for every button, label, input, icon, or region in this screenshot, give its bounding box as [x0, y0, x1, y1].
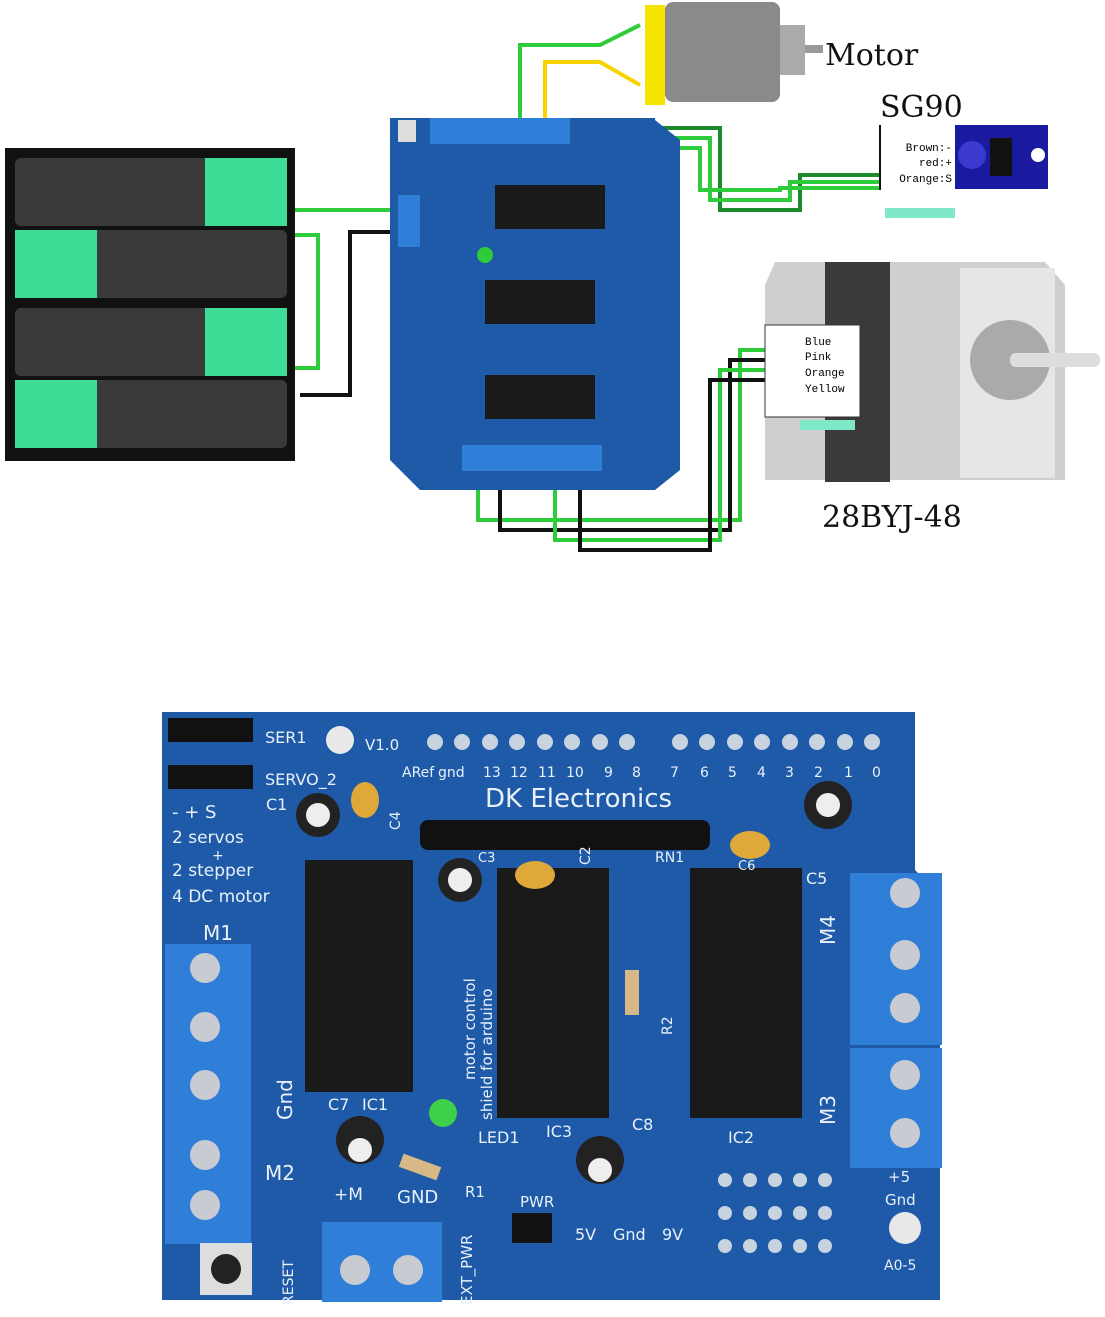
svg-text:M1: M1 — [203, 921, 233, 945]
svg-text:gnd: gnd — [438, 765, 465, 781]
svg-text:10: 10 — [566, 765, 584, 781]
svg-text:2: 2 — [814, 765, 823, 781]
svg-text:2 servos: 2 servos — [172, 828, 244, 848]
svg-text:Pink: Pink — [805, 352, 832, 364]
svg-text:1: 1 — [844, 765, 853, 781]
svg-text:RN1: RN1 — [655, 850, 684, 866]
svg-text:Orange:S: Orange:S — [899, 174, 952, 186]
svg-text:PWR: PWR — [520, 1193, 554, 1211]
svg-text:9V: 9V — [662, 1225, 683, 1244]
svg-text:Yellow: Yellow — [805, 384, 845, 396]
stepper-wire-labels: Blue Pink Orange Yellow — [805, 337, 845, 396]
svg-text:+: + — [212, 848, 224, 864]
svg-text:GND: GND — [397, 1187, 438, 1208]
svg-text:Brown:-: Brown:- — [906, 143, 952, 155]
svg-text:5V: 5V — [575, 1225, 596, 1244]
svg-text:M4: M4 — [816, 915, 840, 945]
stepper-motor — [764, 262, 1100, 482]
servo-model-label: SG90 — [880, 90, 963, 125]
svg-text:+5: +5 — [888, 1168, 910, 1186]
svg-text:- + S: - + S — [172, 802, 216, 823]
svg-text:3: 3 — [785, 765, 794, 781]
svg-text:C6: C6 — [738, 859, 755, 874]
svg-text:4 DC motor: 4 DC motor — [172, 887, 270, 907]
board-silkscreen: SER1 SERVO_2 V1.0 ARef gnd 13 12 11 10 9… — [172, 728, 916, 1305]
battery-pack — [5, 148, 295, 461]
svg-text:9: 9 — [604, 765, 613, 781]
brand-label: DK Electronics — [485, 784, 672, 814]
svg-text:SER1: SER1 — [265, 728, 307, 747]
svg-text:IC3: IC3 — [546, 1122, 572, 1141]
shield-board-small — [390, 118, 680, 490]
svg-text:V1.0: V1.0 — [365, 736, 399, 754]
svg-text:12: 12 — [510, 765, 528, 781]
svg-text:C2: C2 — [578, 846, 594, 865]
stepper-model-label: 28BYJ-48 — [822, 500, 962, 535]
sg90-servo — [955, 125, 1048, 189]
svg-text:M2: M2 — [265, 1161, 295, 1185]
dc-motor — [645, 2, 823, 105]
svg-text:C4: C4 — [388, 811, 404, 830]
svg-text:Gnd: Gnd — [273, 1079, 297, 1120]
svg-text:Blue: Blue — [805, 337, 831, 349]
svg-text:0: 0 — [872, 765, 881, 781]
svg-text:LED1: LED1 — [478, 1128, 520, 1147]
svg-text:Gnd: Gnd — [885, 1191, 916, 1209]
svg-text:motor control: motor control — [461, 978, 479, 1080]
svg-text:red:+: red:+ — [919, 158, 952, 170]
servo-pin-labels: Brown:- red:+ Orange:S — [879, 125, 955, 218]
motor-label: Motor — [825, 38, 919, 73]
svg-text:C5: C5 — [806, 869, 827, 888]
svg-text:ARef: ARef — [402, 765, 435, 781]
svg-text:13: 13 — [483, 765, 501, 781]
svg-text:7: 7 — [670, 765, 679, 781]
svg-text:shield for arduino: shield for arduino — [478, 988, 496, 1120]
svg-text:Gnd: Gnd — [613, 1225, 646, 1244]
svg-text:5: 5 — [728, 765, 737, 781]
svg-text:2 stepper: 2 stepper — [172, 861, 253, 881]
svg-text:IC1: IC1 — [362, 1095, 388, 1114]
svg-text:C8: C8 — [632, 1115, 653, 1134]
svg-text:IC2: IC2 — [728, 1128, 754, 1147]
svg-text:11: 11 — [538, 765, 556, 781]
wires — [295, 23, 880, 552]
svg-text:8: 8 — [632, 765, 641, 781]
svg-text:C1: C1 — [266, 795, 287, 814]
svg-text:SERVO_2: SERVO_2 — [265, 770, 337, 790]
svg-text:+M: +M — [334, 1185, 363, 1205]
svg-text:C7: C7 — [328, 1095, 349, 1114]
svg-text:4: 4 — [757, 765, 766, 781]
svg-text:Orange: Orange — [805, 368, 845, 380]
svg-text:EXT_PWR: EXT_PWR — [458, 1235, 477, 1305]
svg-text:RESET: RESET — [281, 1260, 297, 1305]
svg-text:R1: R1 — [465, 1183, 485, 1201]
svg-text:A0-5: A0-5 — [884, 1258, 916, 1274]
svg-text:M3: M3 — [816, 1095, 840, 1125]
svg-text:C3: C3 — [478, 851, 495, 866]
svg-text:6: 6 — [700, 765, 709, 781]
svg-text:R2: R2 — [660, 1016, 676, 1035]
motor-shield-board — [162, 712, 942, 1302]
